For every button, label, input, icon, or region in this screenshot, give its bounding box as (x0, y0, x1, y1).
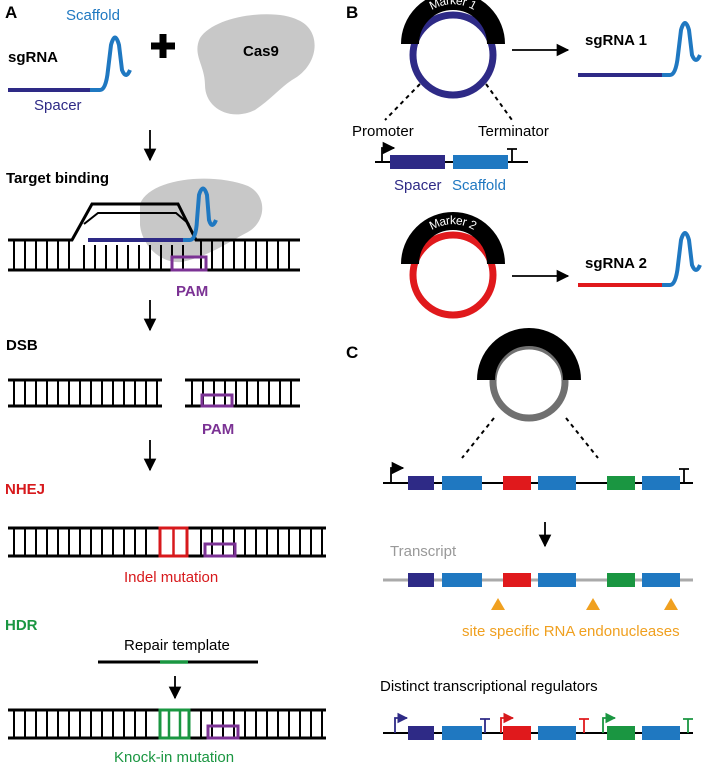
panel-c-label: C (346, 343, 358, 362)
nhej-label: NHEJ (5, 481, 45, 498)
panel-a-label: A (5, 3, 17, 22)
dna-hdr (8, 708, 326, 740)
promoter-arrow (381, 141, 396, 162)
panel-c: C Marker Transcript site specific RNA en… (346, 328, 693, 740)
multiplex-terminator (679, 468, 689, 483)
pam-box-1 (170, 255, 208, 272)
marker-1-band (401, 0, 505, 45)
bound-scaffold (183, 186, 218, 242)
cleavage-marker-2 (586, 598, 600, 610)
zoom-line-left (384, 83, 421, 121)
cassette-spacer-label: Spacer (394, 177, 442, 194)
dna-nhej (8, 526, 326, 558)
promoter-label: Promoter (352, 123, 414, 140)
pam-box-3 (203, 542, 237, 558)
endonuclease-label: site specific RNA endonucleases (462, 623, 680, 640)
plasmid-2 (409, 231, 497, 319)
marker-3-band (477, 328, 581, 381)
cleavage-marker-1 (491, 598, 505, 610)
terminator-blue (480, 718, 490, 733)
target-binding-label: Target binding (6, 170, 109, 187)
knockin-label: Knock-in mutation (114, 749, 234, 764)
indel-label: Indel mutation (124, 569, 218, 586)
sgrna1-label: sgRNA 1 (585, 32, 647, 49)
spacer-block (390, 155, 445, 169)
pam-box-4 (206, 724, 240, 740)
panel-b: B Marker 1 sgRNA 1 Promoter Terminator S… (346, 0, 702, 319)
marker-2-label: Marker 2 (427, 213, 479, 233)
promoter-blue (394, 712, 409, 733)
terminator-green (683, 718, 693, 733)
cassette-scaffold-label: Scaffold (452, 177, 506, 194)
spacer-label: Spacer (34, 97, 82, 114)
marker-1-label: Marker 1 (427, 0, 479, 13)
pam-label-2: PAM (202, 421, 234, 438)
marker-2-band (401, 212, 505, 265)
sgrna-label: sgRNA (8, 49, 58, 66)
scaffold-block (453, 155, 508, 169)
scaffold-label: Scaffold (66, 7, 120, 24)
panel-b-label: B (346, 3, 358, 22)
terminator-red (579, 718, 589, 733)
cas9-protein (197, 14, 315, 115)
cas9-label: Cas9 (243, 43, 279, 60)
dsb-label: DSB (6, 337, 38, 354)
dna-top-strand-open (8, 202, 300, 242)
zoom-line-right (485, 83, 513, 121)
marker-3-label: Marker (508, 351, 550, 369)
panel-a: A sgRNA Scaffold Spacer Cas9 Target bind… (5, 3, 326, 764)
pam-label-1: PAM (176, 283, 208, 300)
sgrna2-scaffold (662, 231, 702, 287)
dna-left-fragment (8, 378, 162, 408)
transcript-label: Transcript (390, 543, 457, 560)
sgrna-scaffold-hairpin (90, 35, 132, 92)
knockin-box (158, 708, 191, 740)
terminator-label: Terminator (478, 123, 549, 140)
repair-template-label: Repair template (124, 637, 230, 654)
promoter-red (500, 712, 515, 733)
regulators-label: Distinct transcriptional regulators (380, 678, 598, 695)
plus-sign (151, 34, 175, 58)
zoom-line-c-right (565, 417, 599, 459)
terminator-symbol (507, 148, 517, 162)
plasmid-1 (409, 11, 497, 99)
pam-box-2 (200, 393, 234, 408)
hdr-label: HDR (5, 617, 38, 634)
cleavage-marker-3 (664, 598, 678, 610)
multiplex-promoter (390, 461, 405, 483)
sgrna2-label: sgRNA 2 (585, 255, 647, 272)
promoter-green (602, 712, 617, 733)
zoom-line-c-left (461, 417, 495, 459)
sgrna1-scaffold (662, 21, 702, 77)
displaced-strand-rungs (83, 212, 190, 225)
